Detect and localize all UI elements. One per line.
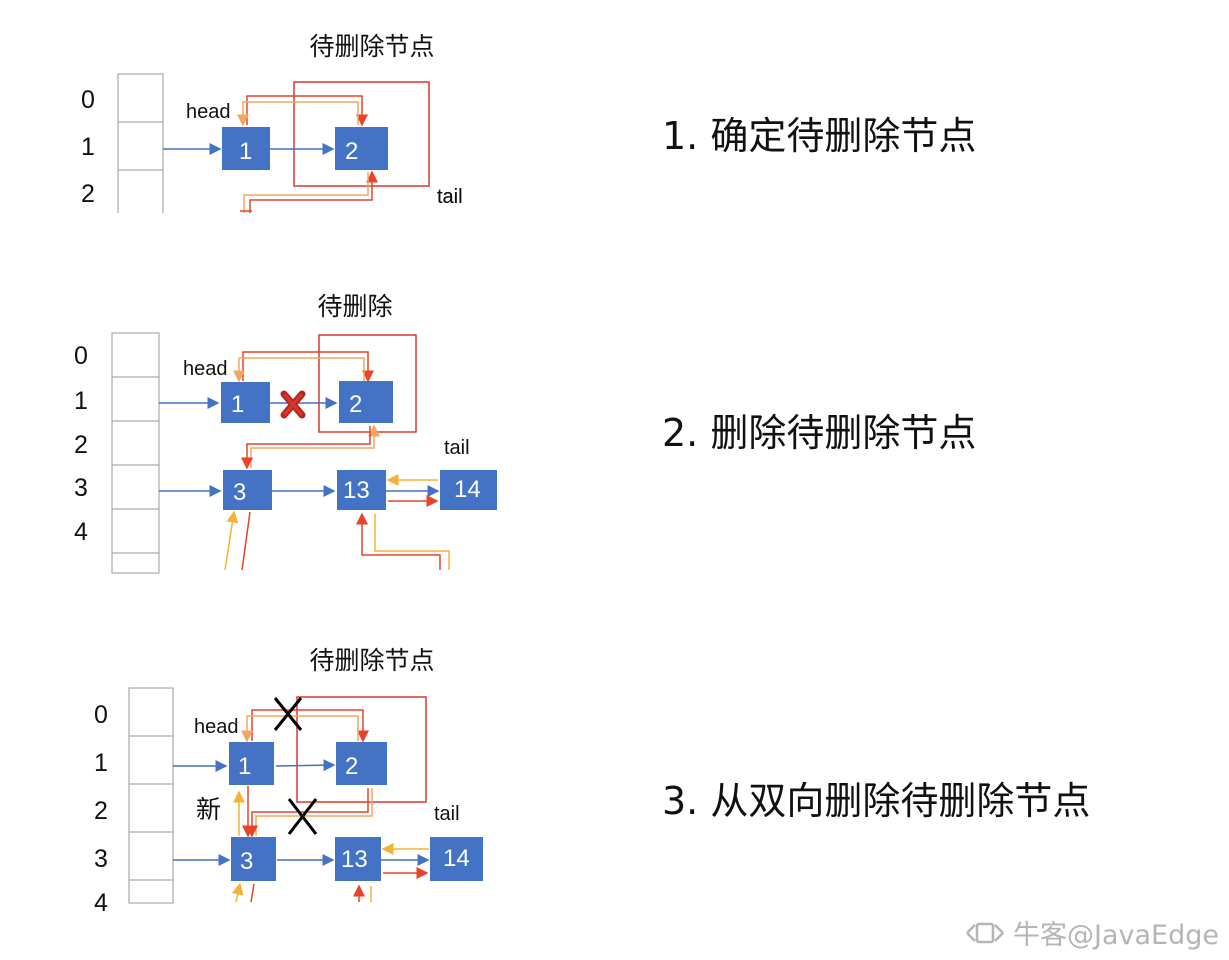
node-value: 1 [239, 138, 252, 165]
list-node [223, 470, 272, 510]
list-node [335, 127, 388, 170]
index-label: 1 [74, 387, 88, 415]
index-label: 0 [94, 701, 108, 729]
after-arrow [224, 510, 239, 571]
after-arrow [231, 882, 244, 903]
node-value: 14 [454, 476, 481, 503]
node-value: 3 [233, 479, 246, 506]
head-label: head [194, 716, 239, 738]
pending-delete-highlight [296, 696, 427, 803]
node-value: 14 [443, 845, 470, 872]
node-value: 1 [231, 391, 244, 418]
before-arrow [246, 95, 368, 127]
watermark: 牛客@JavaEdge [963, 913, 1219, 952]
watermark-text: 牛客@JavaEdge [1013, 920, 1219, 951]
index-label: 3 [94, 845, 108, 873]
index-label: 2 [74, 431, 88, 459]
before-arrow [356, 512, 441, 570]
after-arrow [241, 715, 359, 743]
index-label: 4 [94, 889, 108, 917]
next-arrow [275, 759, 336, 772]
node-value: 2 [349, 391, 362, 418]
hash-table [128, 687, 174, 904]
list-node [336, 742, 387, 785]
tail-label: tail [444, 437, 470, 459]
list-node [335, 837, 381, 881]
tail-label: tail [437, 186, 463, 208]
crop-mask [60, 213, 560, 243]
node-value: 2 [345, 753, 358, 780]
node-value: 13 [343, 477, 370, 504]
index-label: 3 [74, 474, 88, 502]
hash-table [111, 332, 160, 574]
hash-table [117, 73, 164, 225]
before-arrow [242, 351, 374, 383]
before-arrow [251, 709, 369, 743]
list-node [221, 382, 270, 423]
index-label: 0 [81, 86, 95, 114]
tail-label: tail [437, 186, 463, 208]
after-arrow [374, 514, 450, 570]
index-label: 1 [81, 133, 95, 161]
panel-2-title: 待删除 [317, 292, 392, 321]
new-link-label: 新 [196, 795, 221, 824]
list-node [337, 470, 386, 510]
before-arrow [241, 426, 371, 470]
step-2-caption: 2. 删除待删除节点 [662, 411, 977, 455]
head-label: head [183, 358, 228, 380]
step-1-caption: 1. 确定待删除节点 [662, 114, 977, 158]
cut-link-cross-icon [273, 697, 303, 731]
node-value: 3 [240, 848, 253, 875]
cut-link-cross-icon [287, 798, 318, 835]
head-label: head [186, 101, 231, 123]
list-node [440, 470, 497, 510]
tail-label: tail [434, 803, 460, 825]
panel-3-title: 待删除节点 [309, 646, 434, 675]
list-node [339, 381, 393, 423]
step-3-caption: 3. 从双向删除待删除节点 [662, 779, 1091, 823]
list-node [231, 837, 276, 881]
before-arrow [241, 511, 251, 571]
panel-3-svg: 待删除节点 0 1 2 3 4 1 [94, 646, 483, 917]
index-label: 2 [81, 180, 95, 208]
brand-logo-icon [966, 922, 1004, 943]
before-arrow [246, 788, 369, 838]
after-arrow [233, 357, 365, 383]
index-label: 2 [94, 797, 108, 825]
after-arrow [237, 101, 359, 127]
index-label: 1 [94, 749, 108, 777]
list-node [229, 742, 274, 785]
diagram-panel-2: 待删除 0 1 2 3 4 1 2 [0, 280, 640, 580]
pending-delete-highlight [318, 334, 417, 433]
list-node [222, 127, 270, 170]
panel-1-title: 待删除节点 [309, 32, 434, 61]
diagram-panel-3: 待删除节点 0 1 2 3 4 1 [0, 640, 640, 917]
index-label: 4 [74, 518, 88, 546]
delete-cross-icon [280, 390, 306, 419]
pending-delete-highlight [293, 81, 430, 187]
node-value: 13 [341, 846, 368, 873]
panel-1-svg: 待删除节点 0 1 2 1 2 head tail tail [60, 32, 560, 243]
index-label: 0 [74, 342, 88, 370]
node-value: 1 [238, 753, 251, 780]
list-node [430, 837, 483, 881]
panel-2-svg: 待删除 0 1 2 3 4 1 2 [74, 292, 497, 574]
diagram-panel-1: 待删除节点 0 1 2 1 2 head tail tail [0, 0, 640, 243]
before-arrow [250, 883, 255, 903]
node-value: 2 [345, 138, 358, 165]
